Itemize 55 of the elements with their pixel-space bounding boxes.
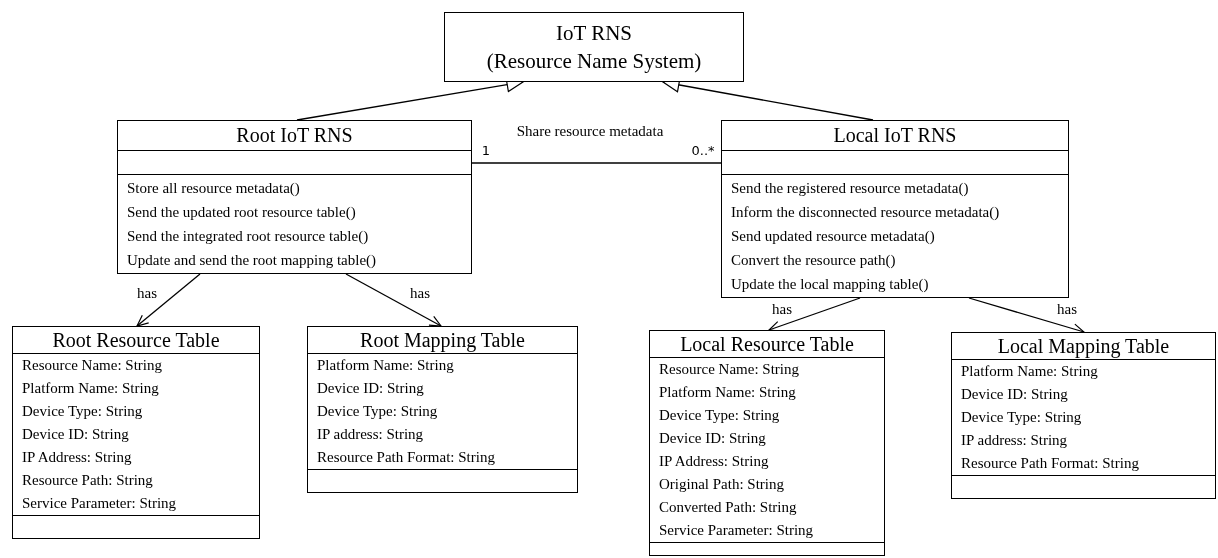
class-name: Root IoT RNS [118, 121, 471, 151]
attribute-text: Platform Name: String [659, 383, 797, 402]
method-text: Send the updated root resource table() [127, 203, 357, 222]
attribute-text: Resource Path Format: String [317, 448, 496, 467]
attribute-text: Resource Name: String [659, 360, 800, 379]
class-name: IoT RNS [555, 20, 632, 47]
class-name: Root Resource Table [13, 327, 259, 354]
method-text: Send updated resource metadata() [731, 227, 936, 246]
association-line [136, 273, 201, 327]
method-text: Update and send the root mapping table() [127, 251, 378, 270]
attribute-text: Resource Path: String [22, 471, 154, 490]
attribute-text: Service Parameter: String [22, 494, 178, 513]
class-name: Local Mapping Table [952, 333, 1215, 360]
method-text: Convert the resource path() [731, 251, 897, 270]
attribute-text: Service Parameter: String [659, 521, 815, 540]
method-text: Update the local mapping table() [731, 275, 930, 294]
association-line [768, 297, 861, 332]
attribute-text: Platform Name: String [22, 379, 160, 398]
class-name: Local IoT RNS [722, 121, 1068, 151]
attribute-text: Device Type: String [22, 402, 144, 421]
attribute-text: Resource Name: String [22, 356, 163, 375]
attribute-text: IP Address: String [22, 448, 133, 467]
association-line [345, 273, 442, 327]
class-box [12, 326, 260, 539]
multiplicity-label: 1 [481, 143, 491, 159]
class-box [951, 332, 1216, 499]
class-name: (Resource Name System) [486, 48, 702, 75]
attribute-text: Converted Path: String [659, 498, 798, 517]
class-box [721, 120, 1069, 298]
class-box [307, 326, 578, 493]
attribute-text: Platform Name: String [317, 356, 455, 375]
method-text: Store all resource metadata() [127, 179, 301, 198]
attribute-text: Device ID: String [317, 379, 425, 398]
method-text: Inform the disconnected resource metadata() [731, 203, 1001, 222]
attribute-text: Platform Name: String [961, 362, 1099, 381]
attribute-text: Device Type: String [961, 408, 1083, 427]
class-name: Local Resource Table [650, 331, 884, 358]
class-name: Root Mapping Table [308, 327, 577, 354]
attribute-text: IP Address: String [659, 452, 770, 471]
method-text: Send the registered resource metadata() [731, 179, 970, 198]
attribute-text: Original Path: String [659, 475, 785, 494]
association-line [471, 162, 722, 164]
attribute-text: IP address: String [317, 425, 425, 444]
class-box [444, 12, 744, 82]
attribute-text: Device Type: String [659, 406, 781, 425]
attribute-text: Resource Path Format: String [961, 454, 1140, 473]
attribute-text: IP address: String [961, 431, 1069, 450]
method-text: Send the integrated root resource table() [127, 227, 370, 246]
class-box [117, 120, 472, 274]
attribute-text: Device ID: String [961, 385, 1069, 404]
class-box [649, 330, 885, 556]
attribute-text: Device ID: String [22, 425, 130, 444]
attribute-text: Device ID: String [659, 429, 767, 448]
attribute-text: Device Type: String [317, 402, 439, 421]
multiplicity-label: 0..* [691, 143, 715, 159]
